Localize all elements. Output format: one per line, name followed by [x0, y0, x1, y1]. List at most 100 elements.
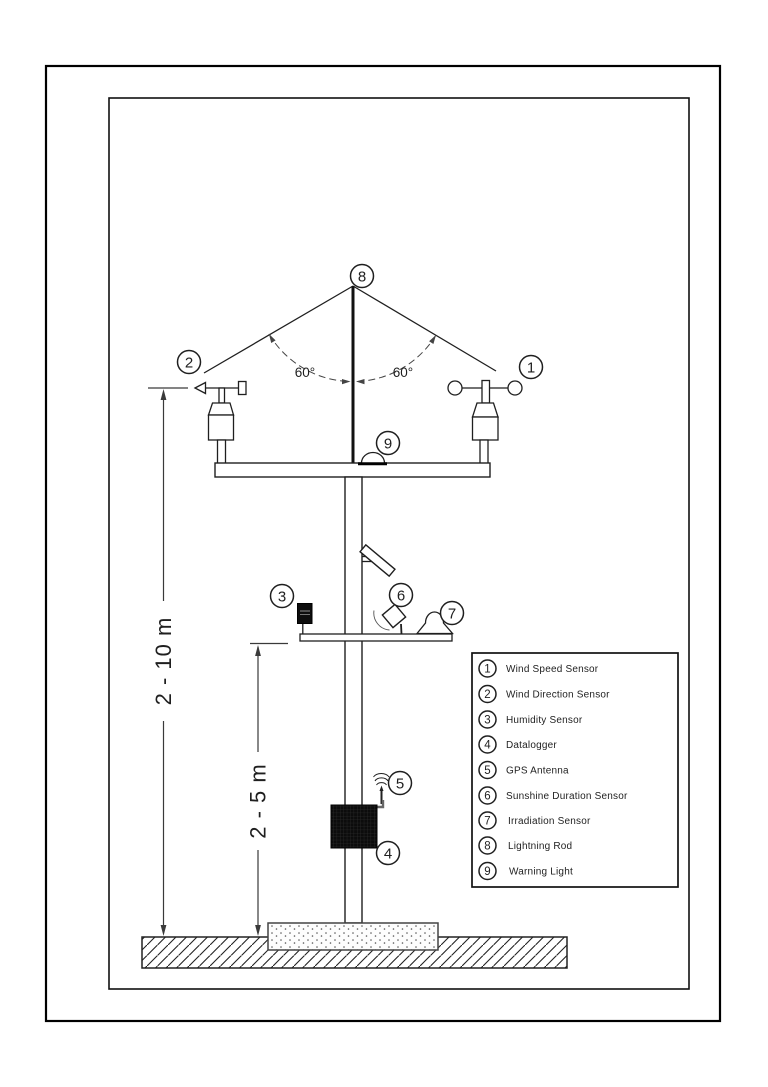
anemometer-cup-icon — [507, 380, 523, 396]
legend-label: Wind Speed Sensor — [506, 664, 599, 675]
humidity-sensor-body — [297, 603, 313, 624]
legend-number: 9 — [484, 866, 490, 878]
angle-arc-left — [268, 333, 351, 382]
legend-row: 4 Datalogger — [478, 735, 557, 754]
angle-arc-right — [355, 334, 437, 382]
mast-plate-antenna — [359, 543, 396, 578]
legend-number: 6 — [484, 791, 490, 803]
legend-label: Irradiation Sensor — [508, 816, 591, 827]
sensor-shaft — [218, 387, 226, 404]
legend-label: Sunshine Duration Sensor — [506, 791, 628, 802]
callout-number: 1 — [527, 360, 535, 377]
sensor-body — [471, 416, 499, 441]
callout-8: 8 — [349, 263, 375, 289]
callout-6: 6 — [388, 582, 414, 608]
wind-direction-sensor — [193, 380, 247, 465]
legend-label: Warning Light — [509, 867, 573, 878]
dimension-platform-height: 2 - 5 m — [246, 642, 288, 936]
inner-frame — [108, 97, 690, 990]
callout-2: 2 — [176, 349, 202, 375]
arc-arrow-icon — [269, 334, 276, 343]
angle-label-right: 60° — [393, 365, 413, 380]
legend-row: 5 GPS Antenna — [478, 760, 569, 780]
legend-number: 3 — [484, 715, 490, 727]
legend-box — [471, 652, 679, 888]
signal-wave-icon — [373, 773, 390, 778]
sensor-neck — [207, 402, 235, 416]
callout-number: 4 — [384, 846, 392, 863]
sensor-neck — [471, 402, 499, 418]
sunshine-duration-sensor — [373, 603, 407, 635]
platform-height-label: 2 - 5 m — [246, 763, 271, 838]
legend-label: Lightning Rod — [508, 841, 572, 852]
callout-3: 3 — [269, 583, 295, 609]
legend-number: 1 — [484, 664, 490, 676]
cone-line-left — [203, 285, 354, 374]
sensor-post — [400, 623, 403, 635]
legend-label: Humidity Sensor — [506, 715, 583, 726]
sensor-post — [479, 439, 489, 465]
dimension-mast-height: 2 - 10 m — [148, 387, 188, 936]
wind-speed-sensor — [447, 379, 523, 465]
legend-row: 6 Sunshine Duration Sensor — [478, 786, 628, 805]
legend-number: 2 — [484, 689, 490, 701]
sunshine-sensor-body — [381, 603, 407, 629]
sensor-platform — [299, 633, 453, 642]
mast-height-label: 2 - 10 m — [151, 617, 176, 706]
warning-light-dome — [360, 451, 386, 464]
sensor-post — [216, 439, 227, 465]
legend-label: GPS Antenna — [506, 766, 569, 777]
callout-number: 7 — [448, 606, 456, 623]
callout-number: 6 — [397, 588, 405, 605]
signal-wave-icon — [374, 777, 389, 782]
callout-1: 1 — [518, 354, 544, 380]
warning-light — [358, 451, 387, 466]
legend-number: 4 — [484, 740, 491, 752]
legend-row: 7 Irradiation Sensor — [478, 811, 591, 830]
callout-number: 2 — [185, 355, 193, 372]
callout-4: 4 — [375, 840, 401, 866]
callout-number: 5 — [396, 776, 404, 793]
callout-5: 5 — [387, 770, 413, 796]
lightning-rod-assembly: 60° 60° — [203, 285, 497, 463]
arc-arrow-icon — [356, 379, 365, 385]
legend-label: Datalogger — [506, 740, 557, 751]
legend-number: 8 — [484, 841, 490, 853]
callout-9: 9 — [375, 430, 401, 456]
antenna-tip-icon — [379, 785, 384, 791]
vane-tail — [237, 380, 247, 396]
cone-line-right — [352, 285, 497, 372]
legend: 1 Wind Speed Sensor 2 Wind Direction Sen… — [471, 652, 679, 888]
foundation-block — [267, 922, 439, 951]
legend-row: 1 Wind Speed Sensor — [478, 659, 599, 678]
callout-number: 9 — [384, 436, 392, 453]
callout-number: 8 — [358, 269, 366, 286]
legend-label: Wind Direction Sensor — [506, 690, 610, 701]
sensor-shaft — [481, 379, 491, 404]
irradiation-sensor — [415, 611, 454, 635]
signal-wave-icon — [376, 782, 387, 786]
arrow-up-icon — [255, 645, 261, 656]
arrow-up-icon — [160, 389, 167, 400]
callout-7: 7 — [439, 600, 465, 626]
legend-row: 2 Wind Direction Sensor — [478, 684, 610, 704]
callout-number: 3 — [278, 589, 286, 606]
legend-number: 7 — [484, 816, 490, 828]
legend-row: 3 Humidity Sensor — [478, 710, 583, 729]
arrow-down-icon — [160, 925, 167, 936]
legend-row: 8 Lightning Rod — [478, 836, 572, 855]
callouts: 1 2 3 4 5 6 7 8 — [176, 263, 544, 866]
crossarm — [214, 462, 491, 478]
datalogger — [330, 804, 378, 849]
sensor-body — [207, 414, 235, 441]
arc-arrow-icon — [342, 379, 351, 385]
legend-row: 9 Warning Light — [478, 861, 573, 881]
anemometer-cup-icon — [447, 380, 463, 396]
mast-pole — [344, 476, 363, 924]
arrow-down-icon — [255, 925, 261, 936]
arc-arrow-icon — [429, 335, 436, 344]
tilt-angle-arc — [373, 610, 390, 631]
tilted-plate — [359, 543, 396, 578]
